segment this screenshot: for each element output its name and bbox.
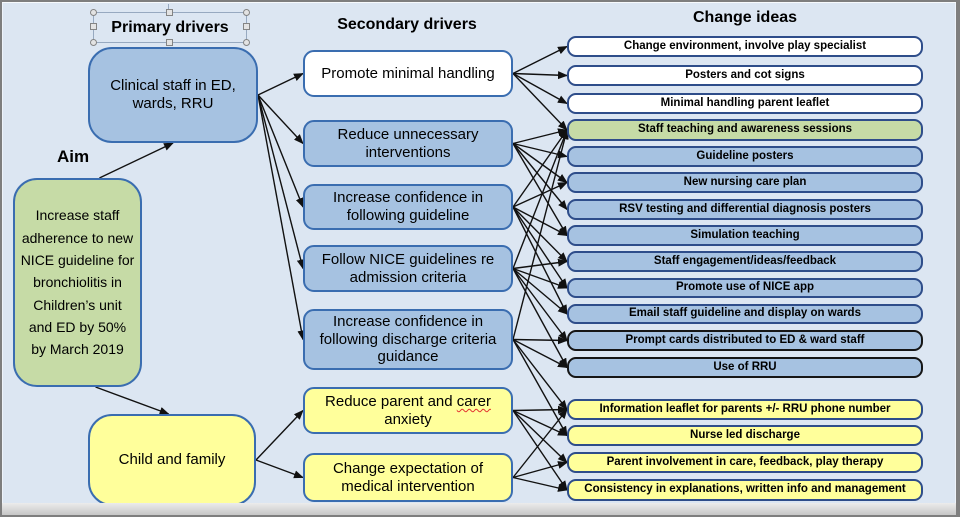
box-label: Nurse led discharge (690, 428, 800, 441)
box-label: Information leaflet for parents +/- RRU … (599, 402, 891, 415)
change-idea-nice-app[interactable]: Promote use of NICE app (567, 278, 923, 298)
secondary-driver-confidence-guideline[interactable]: Increase confidence in following guideli… (303, 184, 513, 230)
resize-handle-ne[interactable] (243, 9, 250, 16)
change-idea-consistency[interactable]: Consistency in explanations, written inf… (567, 479, 923, 501)
secondary-driver-reduce-interventions[interactable]: Reduce unnecessary interventions (303, 120, 513, 167)
box-label: Posters and cot signs (685, 68, 805, 81)
secondary-driver-admission-criteria[interactable]: Follow NICE guidelines re admission crit… (303, 245, 513, 292)
aim-box-label: Increase staff adherence to new NICE gui… (20, 207, 135, 358)
change-idea-environment[interactable]: Change environment, involve play special… (567, 36, 923, 57)
primary-drivers-header: Primary drivers (111, 18, 229, 36)
change-idea-nursing-care-plan[interactable]: New nursing care plan (567, 172, 923, 193)
box-label: Increase confidence in following dischar… (319, 312, 497, 366)
change-idea-posters-cot-signs[interactable]: Posters and cot signs (567, 65, 923, 86)
box-label: Change expectation of medical interventi… (332, 459, 484, 495)
label-part: Reduce parent and (325, 392, 457, 410)
slide-canvas: Primary drivers Secondary drivers Change… (2, 2, 956, 506)
secondary-driver-minimal-handling[interactable]: Promote minimal handling (303, 50, 513, 97)
box-label: New nursing care plan (683, 175, 807, 188)
resize-handle-n[interactable] (166, 9, 173, 16)
box-label: Use of RRU (713, 360, 777, 373)
secondary-driver-change-expectation[interactable]: Change expectation of medical interventi… (303, 453, 513, 502)
box-label: Staff teaching and awareness sessions (637, 123, 853, 136)
change-ideas-header[interactable]: Change ideas (692, 9, 798, 26)
label-misspelled-word: carer (456, 392, 491, 410)
box-label: RSV testing and differential diagnosis p… (619, 202, 871, 215)
resize-handle-e[interactable] (243, 23, 250, 30)
box-label: Simulation teaching (690, 228, 800, 241)
secondary-driver-parent-anxiety[interactable]: Reduce parent and carer anxiety (303, 387, 513, 434)
change-idea-information-leaflet[interactable]: Information leaflet for parents +/- RRU … (567, 399, 923, 420)
secondary-driver-discharge-criteria[interactable]: Increase confidence in following dischar… (303, 309, 513, 370)
change-idea-parent-leaflet[interactable]: Minimal handling parent leaflet (567, 93, 923, 114)
box-label: Guideline posters (696, 149, 794, 162)
change-idea-email-guideline[interactable]: Email staff guideline and display on war… (567, 304, 923, 324)
change-idea-staff-teaching[interactable]: Staff teaching and awareness sessions (567, 119, 923, 141)
resize-handle-nw[interactable] (90, 9, 97, 16)
primary-driver-clinical-staff[interactable]: Clinical staff in ED, wards, RRU (88, 47, 258, 143)
primary-drivers-textbox[interactable]: Primary drivers (90, 9, 250, 46)
box-label: Staff engagement/ideas/feedback (653, 254, 837, 267)
box-label: Increase confidence in following guideli… (332, 189, 484, 224)
slide-bottom-margin (2, 503, 956, 515)
box-label: Parent involvement in care, feedback, pl… (606, 455, 884, 468)
box-label: Email staff guideline and display on war… (629, 307, 861, 320)
change-idea-prompt-cards[interactable]: Prompt cards distributed to ED & ward st… (567, 330, 923, 351)
change-idea-use-of-rru[interactable]: Use of RRU (567, 357, 923, 378)
box-label: Reduce unnecessary interventions (337, 125, 479, 161)
box-label: Promote minimal handling (321, 64, 495, 82)
box-label: Minimal handling parent leaflet (660, 96, 830, 109)
change-idea-parent-involvement[interactable]: Parent involvement in care, feedback, pl… (567, 452, 923, 473)
aim-header[interactable]: Aim (57, 147, 90, 166)
box-label: Clinical staff in ED, wards, RRU (110, 77, 236, 112)
resize-handle-se[interactable] (243, 39, 250, 46)
resize-handle-s[interactable] (166, 39, 173, 46)
secondary-drivers-header[interactable]: Secondary drivers (337, 16, 477, 33)
box-label: Follow NICE guidelines re admission crit… (321, 250, 495, 286)
box-label: Child and family (118, 451, 226, 469)
primary-driver-child-family[interactable]: Child and family (88, 414, 256, 506)
resize-handle-w[interactable] (90, 23, 97, 30)
change-idea-staff-engagement[interactable]: Staff engagement/ideas/feedback (567, 251, 923, 272)
box-label: Reduce parent and carer anxiety (313, 393, 503, 428)
change-idea-rsv-testing[interactable]: RSV testing and differential diagnosis p… (567, 199, 923, 220)
box-label: Change environment, involve play special… (623, 39, 867, 52)
aim-box[interactable]: Increase staff adherence to new NICE gui… (13, 178, 142, 387)
rotation-handle-line (168, 4, 169, 12)
box-label: Prompt cards distributed to ED & ward st… (625, 333, 865, 346)
change-idea-simulation-teaching[interactable]: Simulation teaching (567, 225, 923, 246)
box-label: Consistency in explanations, written inf… (584, 483, 906, 496)
change-idea-nurse-led-discharge[interactable]: Nurse led discharge (567, 425, 923, 446)
label-part: anxiety (384, 410, 432, 428)
change-idea-guideline-posters[interactable]: Guideline posters (567, 146, 923, 167)
box-label: Promote use of NICE app (675, 281, 815, 294)
resize-handle-sw[interactable] (90, 39, 97, 46)
